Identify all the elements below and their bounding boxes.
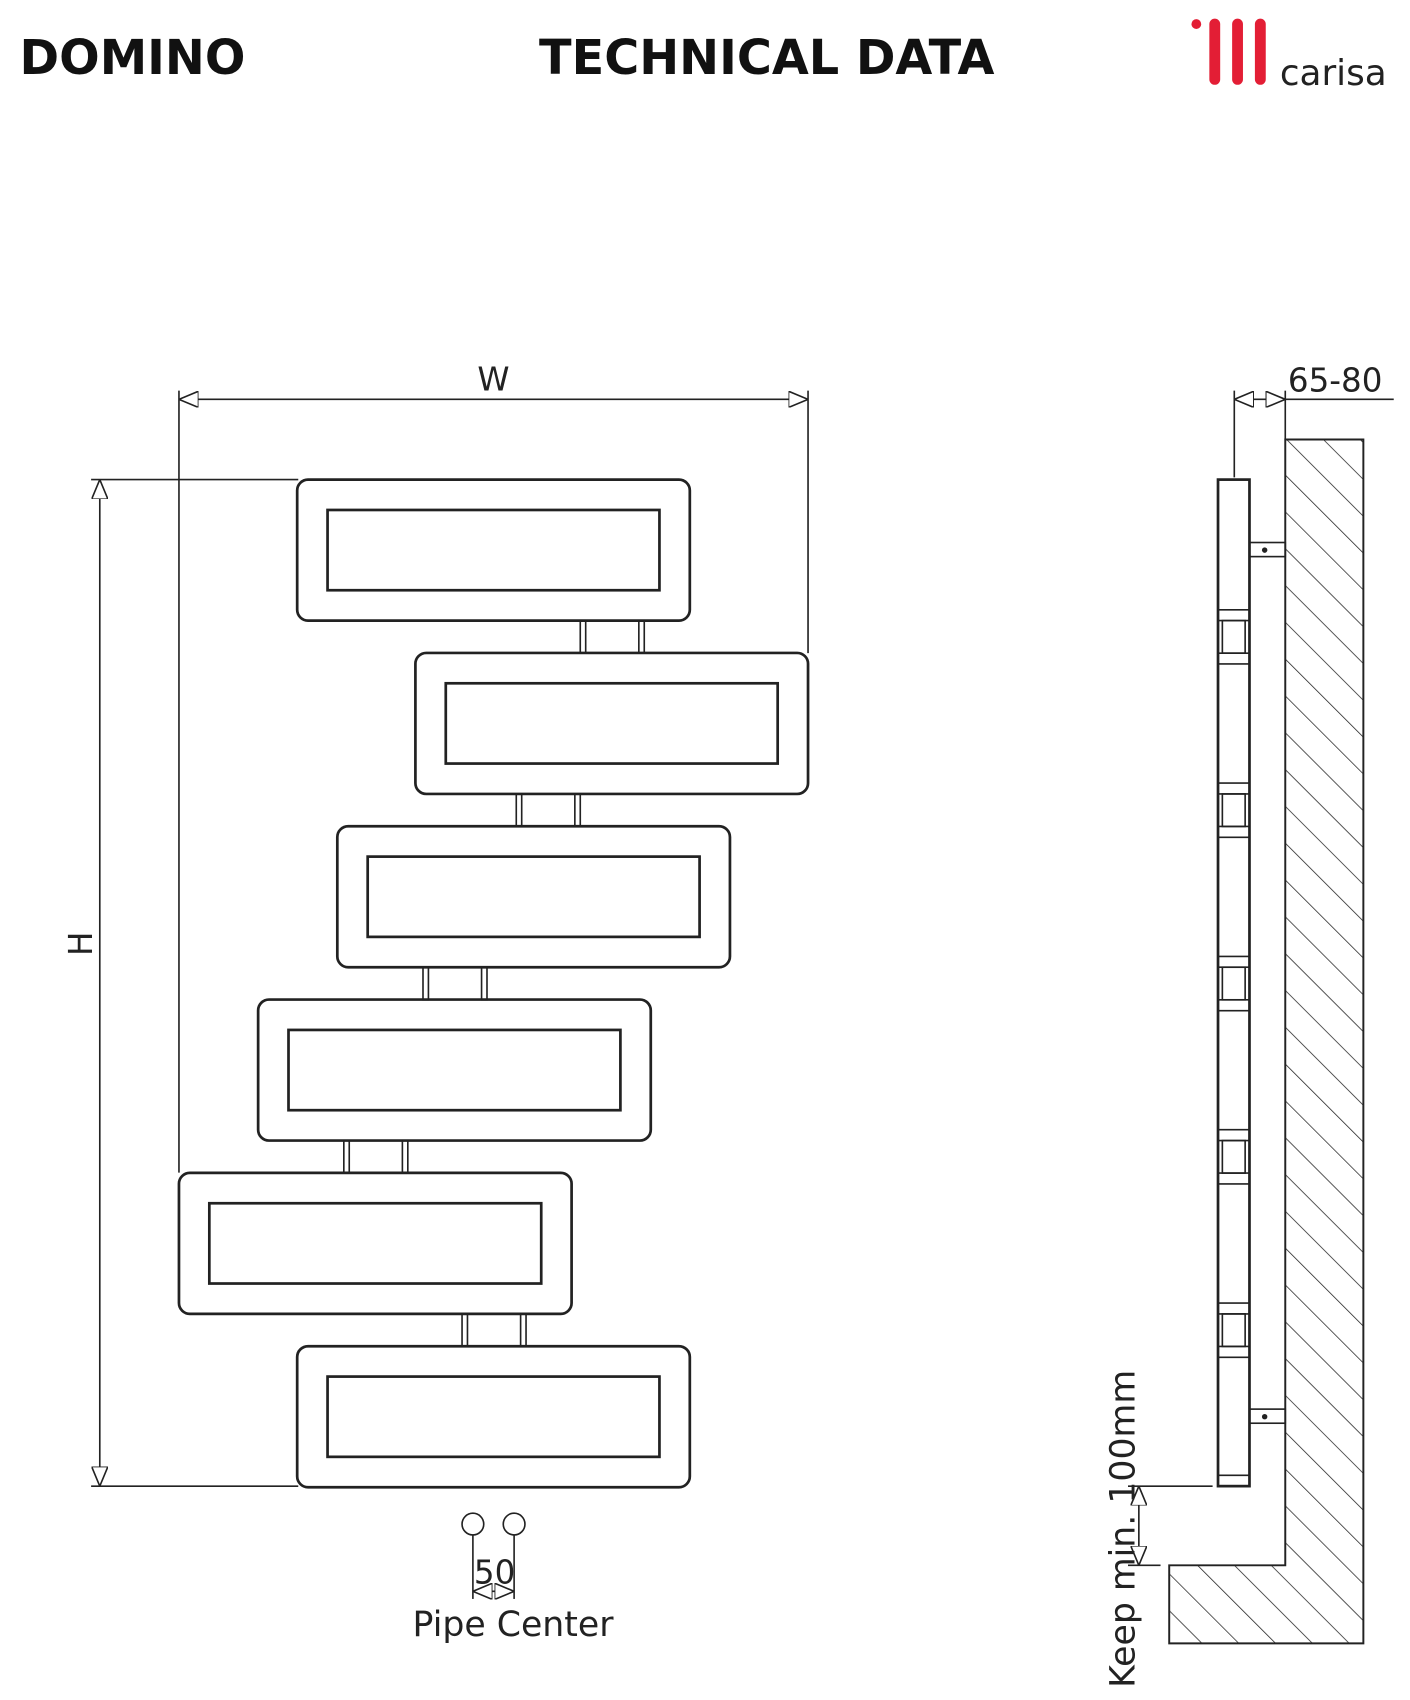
wall-floor-hatch — [1168, 438, 1365, 1645]
radiator-panel — [335, 824, 732, 969]
radiator-panels — [177, 478, 810, 1489]
side-connector — [1218, 782, 1250, 839]
side-connector — [1218, 1128, 1250, 1185]
brand-name: carisa — [1280, 53, 1387, 94]
radiator-panel — [177, 1171, 573, 1316]
panel-connector — [422, 966, 488, 1001]
side-view: 65-80 Keep min. 100mm — [1104, 362, 1394, 1688]
side-connector — [1218, 608, 1250, 665]
side-connector — [1218, 955, 1250, 1012]
radiator-panel — [414, 651, 810, 796]
panel-connector — [579, 619, 646, 654]
wall-distance-label: 65-80 — [1288, 362, 1382, 400]
wall-bracket-top — [1248, 541, 1287, 558]
carisa-logo: carisa — [1191, 18, 1387, 94]
side-connector — [1218, 1302, 1250, 1359]
radiator-panel — [295, 478, 692, 622]
radiator-panel — [295, 1344, 692, 1489]
radiator-side-profile — [1216, 478, 1251, 1488]
pipe-left-icon — [461, 1512, 485, 1536]
pipe-right-icon — [502, 1512, 526, 1536]
panel-connector — [343, 1139, 409, 1174]
floor-clearance-label: Keep min. 100mm — [1104, 1370, 1144, 1688]
width-label: W — [477, 361, 509, 399]
product-name: DOMINO — [20, 31, 246, 86]
panel-connector — [461, 1313, 527, 1348]
front-view: W H 50 Pipe Center — [62, 361, 810, 1645]
panel-connector — [515, 793, 582, 828]
wall-bracket-bottom — [1248, 1408, 1287, 1425]
pipe-spacing-value: 50 — [474, 1554, 515, 1592]
page-title: TECHNICAL DATA — [539, 31, 994, 86]
pipe-center-label: Pipe Center — [413, 1605, 615, 1645]
pipe-center-dimension: 50 Pipe Center — [413, 1512, 615, 1645]
radiator-panel — [256, 998, 653, 1142]
height-label: H — [62, 932, 100, 956]
